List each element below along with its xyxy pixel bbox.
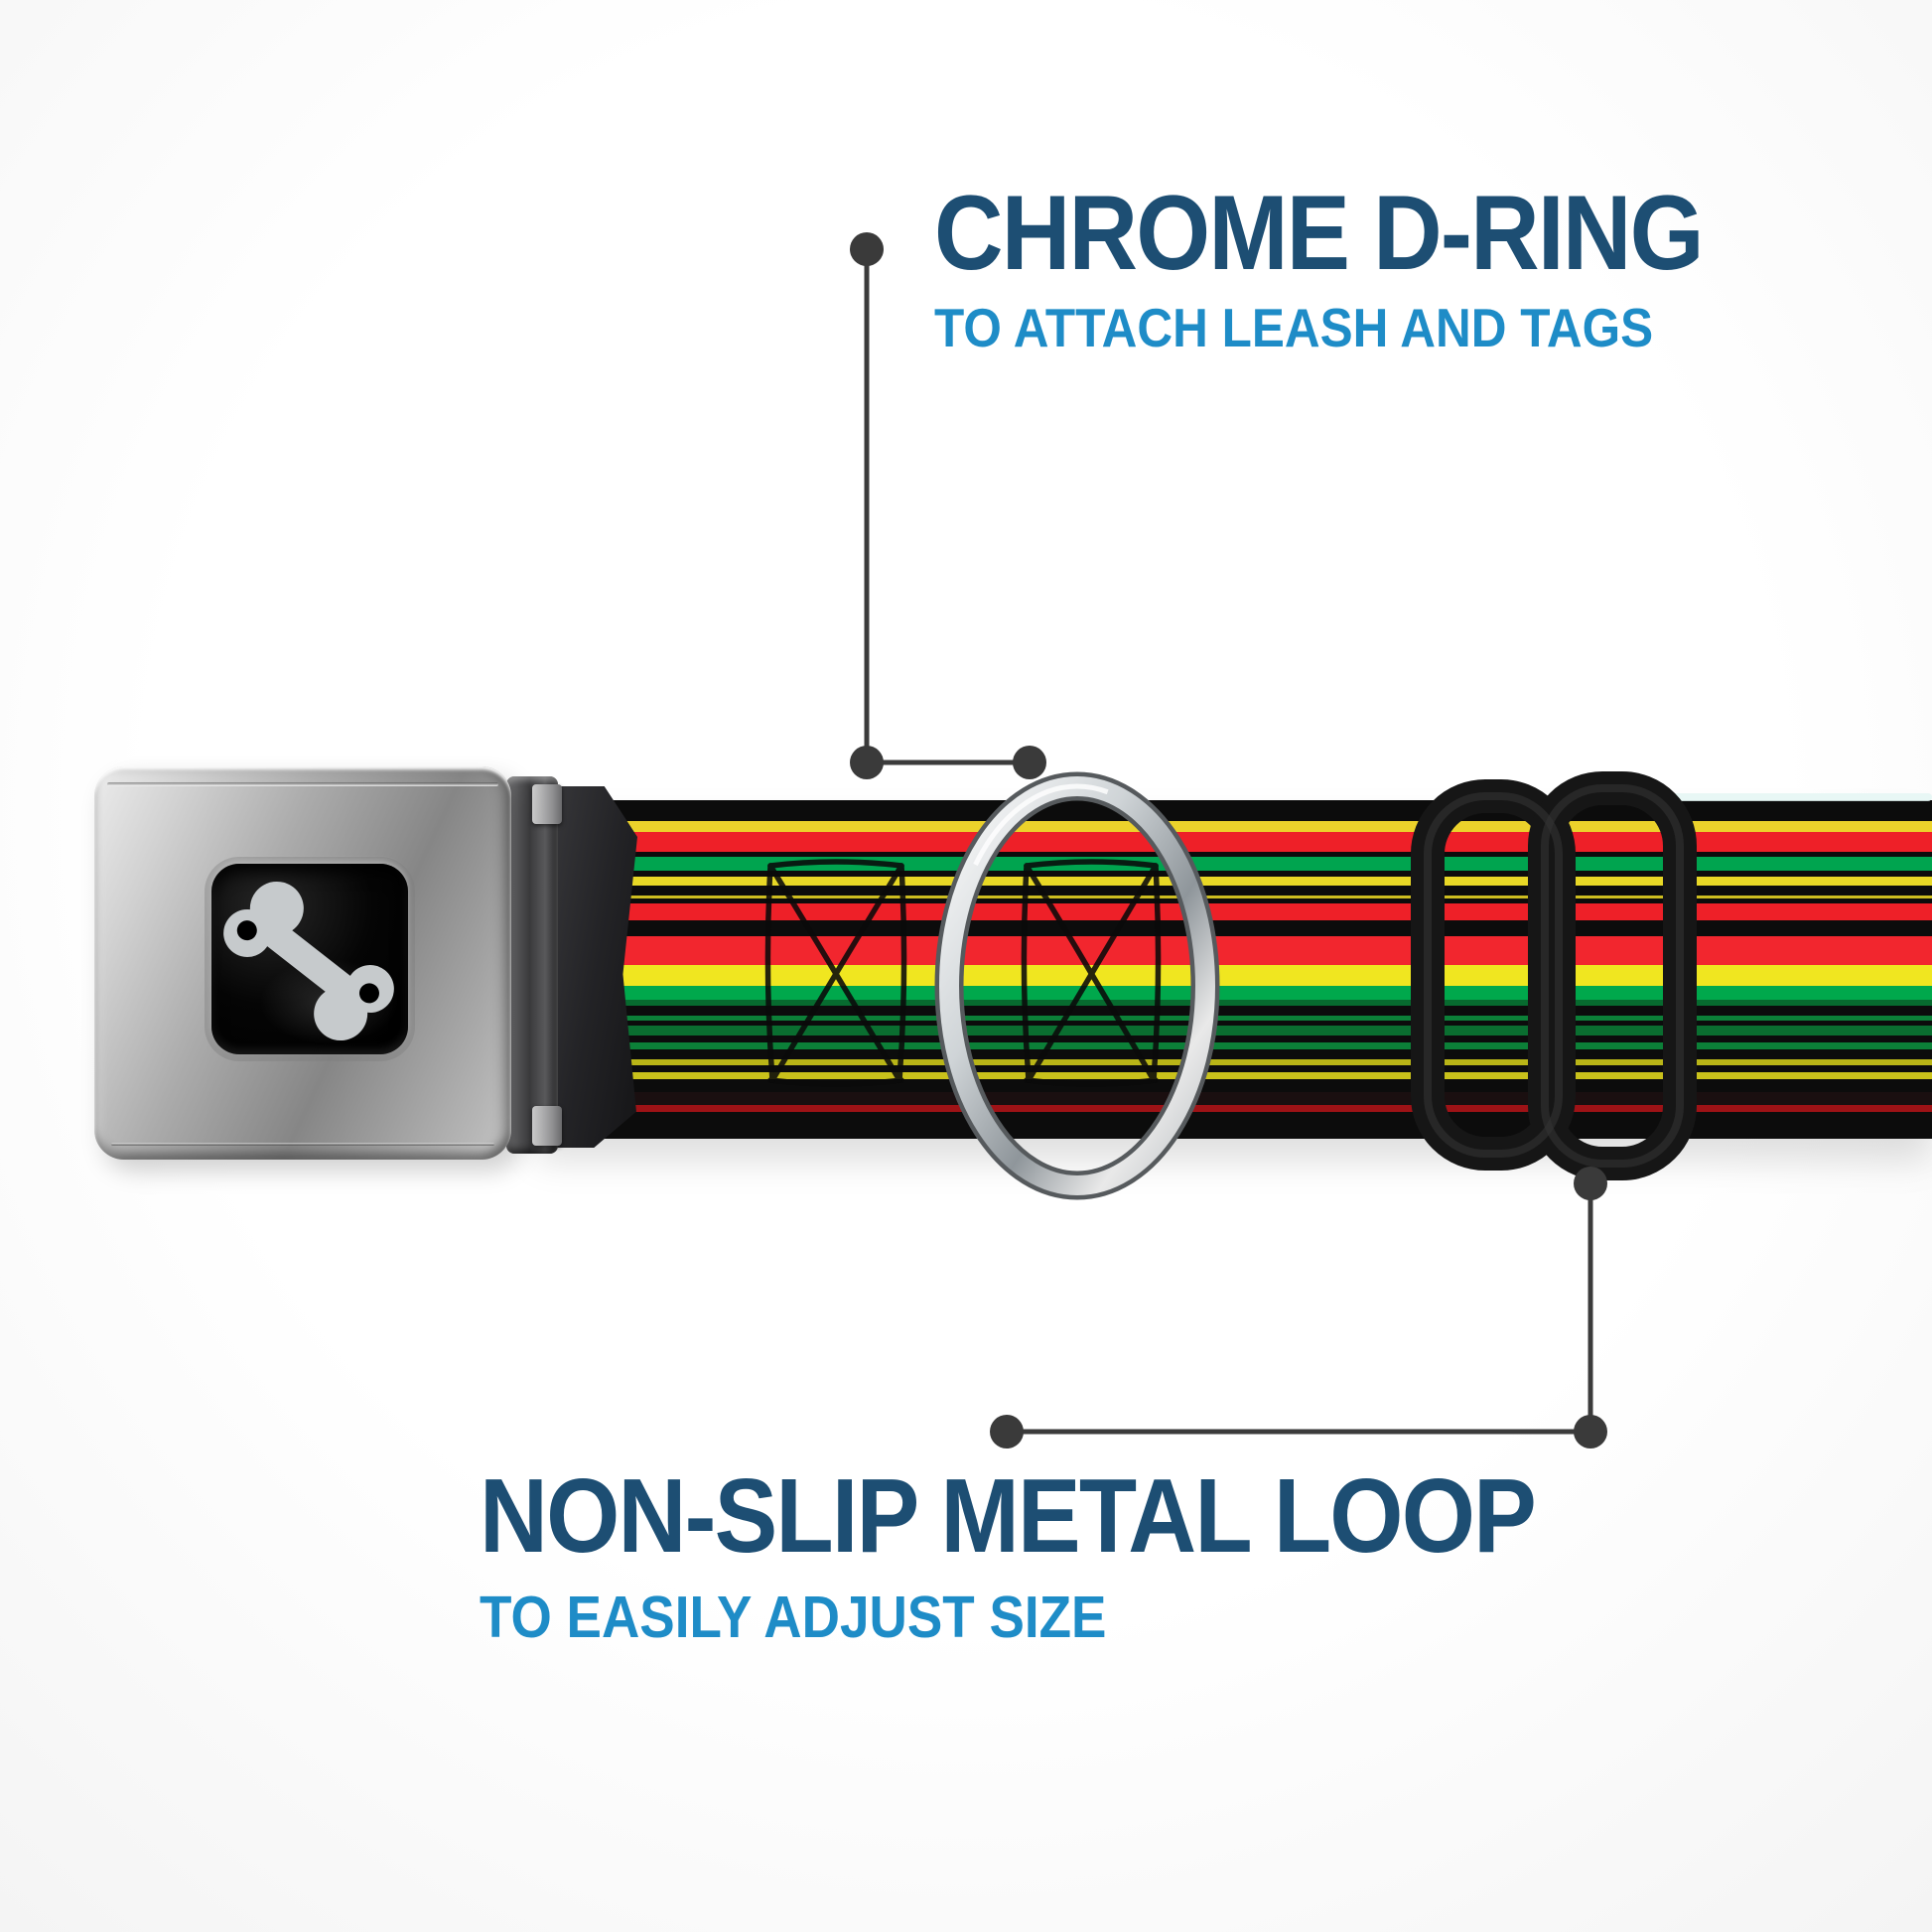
bottom-callout-dot-loop <box>1574 1167 1607 1200</box>
top-callout-subtitle: TO ATTACH LEASH AND TAGS <box>934 297 1654 358</box>
buckle-latch-tab-top <box>532 784 562 824</box>
bottom-callout-title: NON-SLIP METAL LOOP <box>480 1457 1537 1575</box>
buckle-latch-side <box>506 776 558 1154</box>
bottom-callout-dot-text <box>990 1415 1024 1449</box>
webbing-top-highlight <box>1628 793 1932 801</box>
top-callout-dot-corner <box>850 746 884 779</box>
box-x-stitch-right <box>1021 859 1162 1087</box>
bottom-callout-dot-corner <box>1574 1415 1607 1449</box>
top-callout-title: CHROME D-RING <box>934 173 1705 292</box>
top-callout-dot-text <box>850 232 884 266</box>
box-x-stitch-left <box>764 859 907 1087</box>
buckle-latch-tab-bottom <box>532 1106 562 1146</box>
bottom-callout-subtitle: TO EASILY ADJUST SIZE <box>480 1585 1107 1650</box>
top-callout-dot-dring <box>1013 746 1046 779</box>
